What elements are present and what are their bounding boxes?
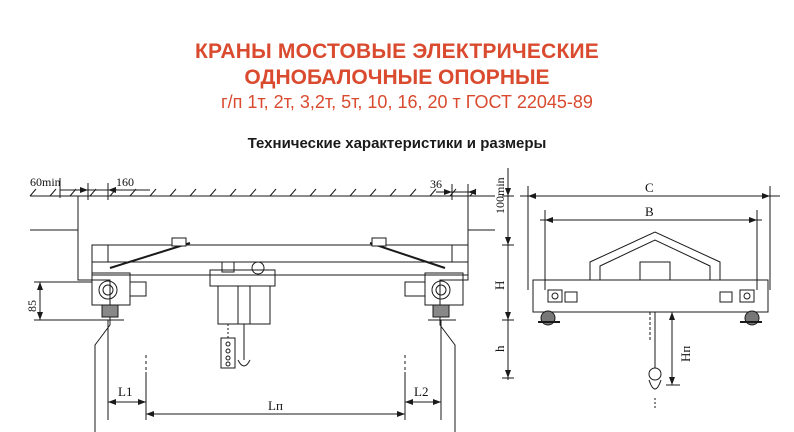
subtitle: Технические характеристики и размеры xyxy=(247,135,547,152)
bridge-girder xyxy=(91,244,469,276)
dim-60min: 60min xyxy=(30,175,61,189)
dim-36: 36 xyxy=(430,177,442,191)
dim-C: C xyxy=(645,180,654,195)
dim-160: 160 xyxy=(116,175,134,189)
dim-100min: 100min xyxy=(493,177,507,214)
end-carriage-left xyxy=(91,272,147,321)
title-line-2: ОДНОБАЛОЧНЫЕ ОПОРНЫЕ xyxy=(244,66,550,89)
title-line-3: г/п 1т, 2т, 3,2т, 5т, 10, 16, 20 т ГОСТ … xyxy=(221,92,593,112)
dim-85: 85 xyxy=(25,300,39,312)
title-line-1: КРАНЫ МОСТОВЫЕ ЭЛЕКТРИЧЕСКИЕ xyxy=(195,40,599,63)
dim-L1: L1 xyxy=(118,384,132,399)
dim-B: B xyxy=(645,204,654,219)
right-wall xyxy=(439,196,495,432)
dim-H: H xyxy=(492,281,507,290)
dim-L2: L2 xyxy=(414,384,428,399)
electric-hoist xyxy=(209,261,276,369)
dim-Hp: Hп xyxy=(678,346,693,362)
left-wall xyxy=(30,229,111,432)
dim-h: h xyxy=(492,345,507,352)
end-carriage-right xyxy=(404,272,464,321)
dim-Lp: Lп xyxy=(268,398,283,413)
